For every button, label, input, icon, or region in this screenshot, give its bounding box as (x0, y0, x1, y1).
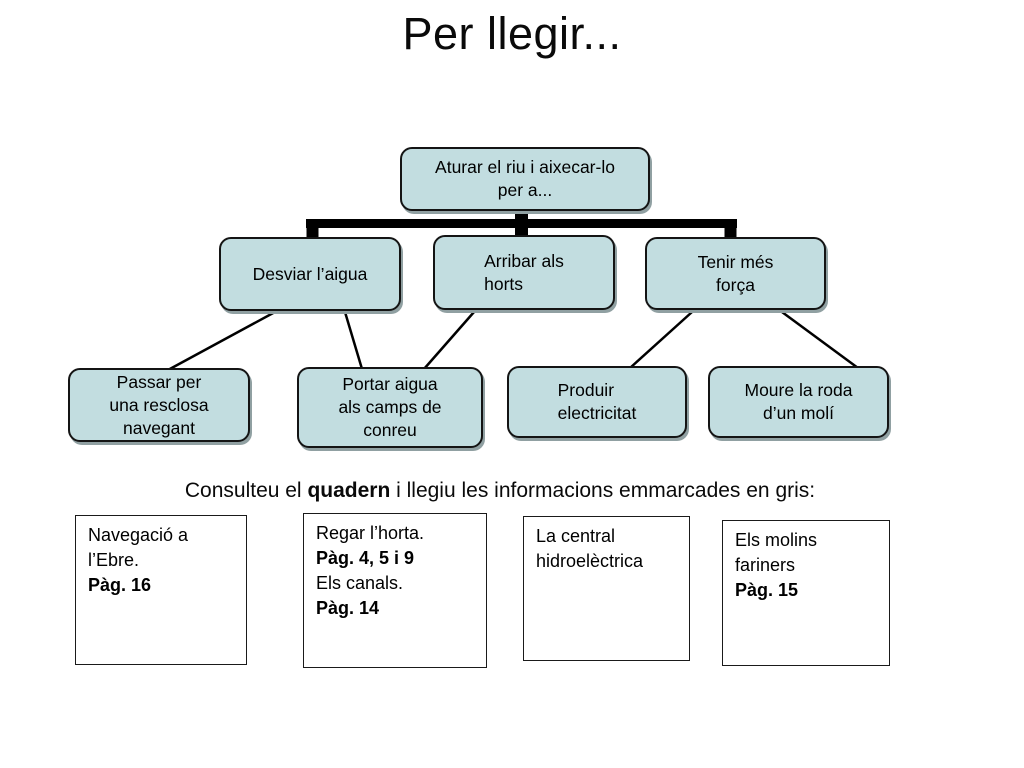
connector-tenir-produir (629, 311, 693, 369)
card-line-page: Pàg. 14 (316, 598, 380, 618)
card-line-page: Pàg. 16 (88, 575, 152, 595)
connector-arribar-portar (423, 311, 475, 370)
slide-title: Per llegir... (402, 8, 622, 59)
node-line: Passar per (116, 371, 202, 392)
node-moure-roda-moli: Moure la roda d’un molí (708, 366, 889, 438)
node-line: força (716, 274, 755, 295)
card-line: La central (536, 526, 616, 546)
instruction-bold-word: quadern (307, 479, 391, 502)
node-line: conreu (363, 420, 417, 440)
connector-desviar-passar (167, 310, 276, 372)
node-line: Produir (557, 380, 615, 400)
connector-tenir-moure (781, 310, 859, 370)
node-label: Aturar el riu i aixecar-lo per a... (431, 156, 619, 202)
reference-card-regar: Regar l’horta. Pàg. 4, 5 i 9 Els canals.… (303, 513, 487, 668)
connector-desviar-portar (343, 311, 364, 370)
node-line: navegant (122, 417, 195, 438)
node-label: Arribar als horts (480, 250, 568, 296)
node-line: Portar aigua (342, 374, 438, 394)
node-produir-electricitat: Produir electricitat (507, 366, 687, 438)
node-arribar-horts: Arribar als horts (433, 235, 615, 310)
card-line: Regar l’horta. (316, 523, 425, 543)
card-line-page: Pàg. 4, 5 i 9 (316, 548, 415, 568)
node-line: Tenir més (697, 251, 774, 272)
node-line: als camps de (338, 397, 442, 417)
reference-card-molins: Els molins fariners Pàg. 15 (722, 520, 890, 666)
node-label: Tenir més força (694, 251, 778, 297)
node-line: horts (484, 273, 524, 294)
node-tenir-forca: Tenir més força (645, 237, 826, 310)
instruction-suffix: i llegiu les informacions emmarcades en … (390, 479, 816, 502)
card-line: Els canals. (316, 573, 404, 593)
reference-card-central: La central hidroelèctrica (523, 516, 690, 661)
node-desviar-aigua: Desviar l’aigua (219, 237, 401, 311)
node-label: Passar per una resclosa navegant (105, 371, 212, 440)
card-line: hidroelèctrica (536, 551, 644, 571)
node-label: Moure la roda d’un molí (741, 379, 857, 425)
node-label: Desviar l’aigua (249, 263, 372, 286)
card-line-page: Pàg. 15 (735, 580, 799, 600)
node-label: Portar aigua als camps de conreu (334, 373, 445, 442)
node-line: Arribar als (484, 250, 564, 271)
connector-group (167, 206, 859, 372)
instruction-prefix: Consulteu el (184, 479, 308, 502)
node-line: per a... (497, 180, 553, 200)
node-line: Moure la roda (744, 380, 853, 400)
card-line: Navegació a (88, 525, 189, 545)
node-line: d’un molí (762, 403, 834, 423)
instruction-text: Consulteu el quadern i llegiu les inform… (0, 479, 1000, 503)
node-aturar-el-riu: Aturar el riu i aixecar-lo per a... (400, 147, 650, 211)
card-line: Els molins (735, 530, 818, 550)
node-line: Aturar el riu i aixecar-lo (435, 157, 615, 177)
node-passar-resclosa: Passar per una resclosa navegant (68, 368, 250, 442)
node-line: Desviar l’aigua (252, 263, 368, 284)
node-portar-aigua: Portar aigua als camps de conreu (297, 367, 483, 448)
node-line: una resclosa (109, 394, 209, 415)
card-line: l’Ebre. (88, 550, 140, 570)
card-line: fariners (735, 555, 796, 575)
node-label: Produir electricitat (554, 379, 641, 425)
node-line: electricitat (557, 403, 637, 423)
reference-card-navegacio: Navegació a l’Ebre. Pàg. 16 (75, 515, 247, 665)
